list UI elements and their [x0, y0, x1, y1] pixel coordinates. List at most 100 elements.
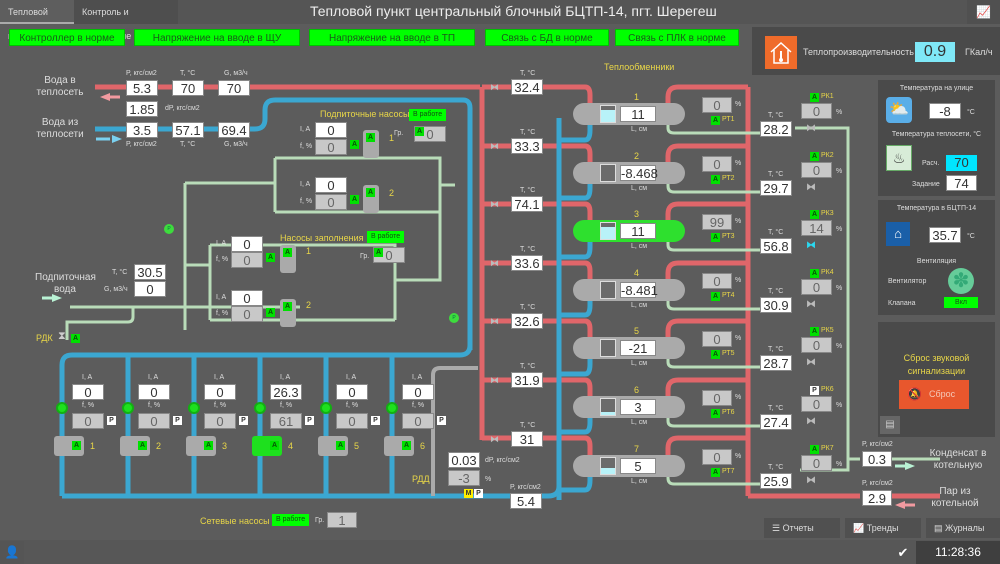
exchanger-num: 2 — [634, 150, 640, 161]
status-controller: Контроллер в норме — [9, 29, 125, 46]
valve-icon[interactable]: ⧓ — [490, 199, 499, 210]
condensate-p-label: P, кгс/см2 — [862, 441, 893, 448]
rk-valve-icon[interactable]: ⧓ — [806, 298, 816, 310]
network-pump-icon[interactable]: A — [186, 436, 216, 456]
exchanger-outlet-temp: 28.2 — [760, 121, 792, 137]
makeup-water-temp: 30.5 — [134, 264, 166, 280]
rk-valve-icon[interactable]: ⧓ — [806, 181, 816, 193]
pressure-sensor-icon: P — [164, 224, 174, 234]
network-pump-icon[interactable]: A — [54, 436, 84, 456]
pump-remote-badge: P — [173, 416, 182, 425]
level-label: L, см — [631, 243, 648, 251]
rdk-valve-icon[interactable]: ⧗ — [58, 330, 66, 342]
network-pump-icon[interactable]: A — [384, 436, 414, 456]
out-g-label: G, м3/ч — [224, 70, 248, 77]
message-icon: ▤ — [934, 523, 946, 533]
exchanger-num: 6 — [634, 385, 640, 395]
out-p-label: P, кгс/см2 — [126, 70, 157, 77]
rk-valve-icon[interactable]: ⧓ — [806, 357, 816, 369]
user-icon[interactable]: 👤 — [0, 541, 24, 564]
journals-label: Журналы — [945, 523, 985, 533]
exchanger-t-in-label: T, °C — [520, 128, 536, 136]
rk-valve-icon[interactable]: ⧓ — [806, 416, 816, 427]
makeup-pump2-icon[interactable]: A — [363, 185, 379, 213]
tab-heat-point[interactable]: Тепловой пункт — [0, 0, 74, 41]
makeup-water-label: Подпиточная вода — [35, 272, 96, 295]
rk-valve-icon[interactable]: ⧓ — [806, 123, 816, 134]
fill-pump2-icon[interactable]: A — [280, 299, 296, 327]
network-pump-current: 0 — [336, 384, 368, 400]
steam-p-label: P, кгс/см2 — [862, 480, 893, 487]
rk-valve-icon[interactable]: ⧓ — [806, 240, 816, 252]
rk-label: РК1 — [821, 93, 834, 100]
network-pump-icon[interactable]: A — [252, 436, 282, 456]
np-i-label: I, A — [214, 374, 225, 381]
level-gauge — [600, 339, 616, 358]
makeup-pump1-icon[interactable]: A — [363, 130, 379, 158]
network-pump-current: 0 — [72, 384, 104, 400]
network-pump-num: 3 — [222, 441, 228, 451]
rt-auto: A — [711, 350, 720, 360]
rk-label: РК2 — [821, 151, 834, 159]
list-icon: ☰ — [772, 523, 783, 533]
rdd-remote-badge[interactable]: Р — [474, 489, 483, 498]
heat-output-unit: ГКал/ч — [965, 47, 993, 57]
chart-icon[interactable]: 📈 — [967, 0, 1000, 24]
valve-icon[interactable]: ⧓ — [490, 257, 499, 268]
bell-off-icon: 🔕 — [907, 387, 922, 401]
calc-label: Расч. — [922, 160, 940, 167]
network-pump-num: 4 — [288, 441, 294, 451]
valve-icon[interactable]: ⧓ — [490, 140, 499, 151]
network-pump-freq: 0 — [402, 413, 434, 429]
valve-icon[interactable]: ⧓ — [490, 82, 499, 92]
rt-auto: A — [711, 291, 720, 301]
house-temp-icon: ⌂ — [886, 222, 910, 246]
comment-icon[interactable]: ▤ — [880, 416, 900, 434]
condensate-pressure: 0.3 — [862, 451, 892, 467]
exchanger-num: 5 — [634, 326, 640, 337]
np-i-label: I, A — [82, 374, 93, 381]
exchanger-num: 4 — [634, 267, 640, 278]
np-f-label: f, % — [214, 402, 227, 409]
rdd-manual-badge[interactable]: М — [464, 489, 473, 498]
mp1-i-label: I, A — [300, 126, 311, 133]
alarm-reset-button[interactable]: 🔕 Сброс — [899, 380, 969, 409]
trends-button[interactable]: 📈 Тренды — [845, 518, 921, 538]
rk-mode-badge: A — [810, 93, 819, 102]
level-label: L, см — [631, 477, 648, 485]
journals-button[interactable]: ▤ Журналы — [926, 518, 1000, 538]
rdd-pos-unit: % — [485, 476, 492, 483]
out-t-label: T, °C — [180, 70, 196, 77]
network-temp-setpoint[interactable]: 74 — [946, 175, 977, 191]
exchanger-inlet-temp: 31 — [511, 430, 543, 447]
network-pump-freq: 0 — [204, 413, 236, 429]
fp2-f-label: f, % — [216, 310, 229, 317]
valves-label: Клапана — [888, 300, 916, 307]
set-label: Задание — [912, 181, 940, 188]
exchanger-t-in-label: T, °C — [520, 304, 536, 312]
mw-t-label: T, °C — [112, 269, 128, 276]
rk-label: РК7 — [821, 444, 834, 452]
exchanger-inlet-temp: 32.4 — [511, 79, 543, 95]
pct-label: % — [836, 460, 843, 468]
network-group-label: Гр. — [315, 517, 325, 524]
fill-pump1-icon[interactable]: A — [280, 245, 296, 273]
makeup-pump2-freq: 0 — [315, 194, 347, 210]
network-pump-icon[interactable]: A — [120, 436, 150, 456]
valve-icon[interactable]: ⧓ — [490, 433, 499, 444]
rdd-pressure: 5.4 — [510, 493, 542, 509]
fill-pump2-current: 0 — [231, 290, 263, 306]
pct-label: % — [836, 167, 843, 175]
reports-button[interactable]: ☰ Отчеты — [764, 518, 840, 538]
valves-state[interactable]: Вкл — [944, 297, 978, 308]
pct-label: % — [836, 343, 843, 351]
exchanger-num: 3 — [634, 209, 640, 220]
valve-icon[interactable]: ⧓ — [490, 375, 499, 385]
check-icon[interactable]: ✔ — [897, 545, 909, 560]
rt-auto: A — [711, 467, 720, 477]
valve-icon[interactable]: ⧓ — [490, 316, 499, 327]
network-pump-icon[interactable]: A — [318, 436, 348, 456]
makeup-pump2-current: 0 — [315, 177, 347, 193]
rk-label: РК6 — [821, 386, 834, 393]
rk-valve-icon[interactable]: ⧓ — [806, 474, 816, 486]
